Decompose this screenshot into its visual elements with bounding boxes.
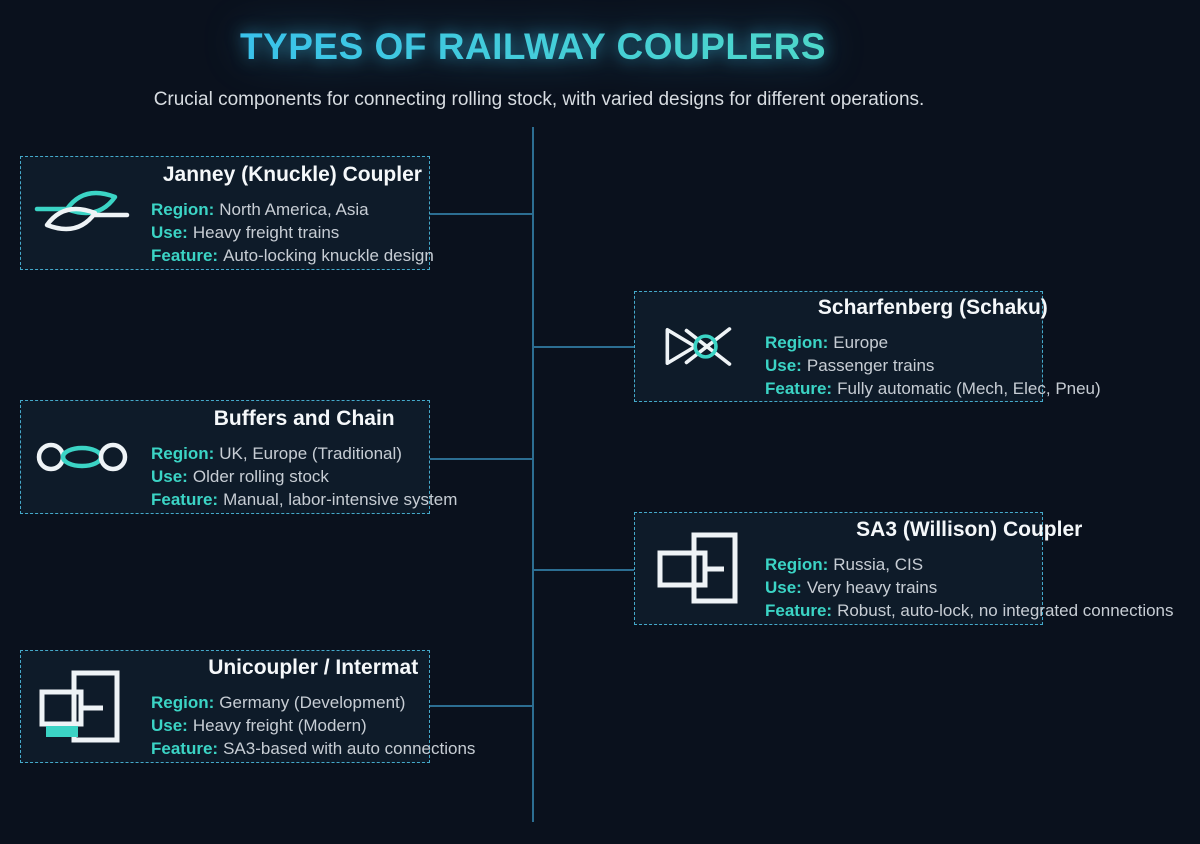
use-value: Passenger trains — [806, 356, 935, 375]
card-title: Janney (Knuckle) Coupler — [162, 162, 422, 186]
use-row: Use:Heavy freight (Modern) — [151, 714, 475, 737]
feature-value: SA3-based with auto connections — [223, 739, 476, 758]
infographic-title: TYPES OF RAILWAY COUPLERS — [0, 26, 1066, 68]
use-row: Use:Older rolling stock — [151, 465, 457, 488]
connector-line-janney — [430, 213, 533, 215]
use-value: Heavy freight trains — [192, 222, 340, 242]
connector-line-unicoupler — [430, 705, 533, 707]
feature-row: Feature:Robust, auto-lock, no integrated… — [765, 599, 1174, 622]
use-label: Use: — [151, 466, 188, 486]
region-row: Region:Germany (Development) — [151, 691, 475, 714]
region-label: Region: — [151, 199, 215, 219]
region-row: Region:Europe — [765, 331, 1101, 354]
region-label: Region: — [151, 693, 215, 712]
feature-label: Feature: — [765, 601, 833, 620]
region-label: Region: — [765, 555, 829, 574]
coupler-card-scharfenberg: Scharfenberg (Schaku) Region:Europe Use:… — [634, 291, 1101, 402]
coupler-card-unicoupler: Unicoupler / Intermat Region:Germany (De… — [20, 650, 475, 763]
region-row: Region:Russia, CIS — [765, 553, 1174, 576]
use-row: Use:Passenger trains — [765, 354, 1101, 377]
feature-row: Feature:SA3-based with auto connections — [151, 737, 475, 760]
coupler-card-sa3: SA3 (Willison) Coupler Region:Russia, CI… — [634, 512, 1174, 625]
feature-label: Feature: — [765, 379, 833, 398]
connector-line-sa3 — [533, 569, 634, 571]
use-value: Very heavy trains — [806, 578, 938, 597]
feature-row: Feature:Manual, labor-intensive system — [151, 488, 457, 511]
feature-value: Manual, labor-intensive system — [223, 489, 458, 509]
card-title: SA3 (Willison) Coupler — [856, 518, 1083, 541]
region-label: Region: — [765, 333, 829, 352]
region-value: North America, Asia — [219, 199, 369, 219]
region-value: UK, Europe (Traditional) — [219, 443, 402, 463]
card-title: Buffers and Chain — [213, 406, 395, 430]
janney-knuckle-icon — [21, 181, 151, 245]
infographic-subtitle: Crucial components for connecting rollin… — [153, 89, 925, 110]
region-row: Region:UK, Europe (Traditional) — [151, 442, 457, 465]
feature-label: Feature: — [151, 245, 219, 265]
connector-line-buffers — [430, 458, 533, 460]
use-label: Use: — [151, 716, 188, 735]
unicoupler-intermat-icon — [21, 667, 151, 747]
feature-label: Feature: — [151, 489, 219, 509]
scharfenberg-icon — [635, 321, 765, 372]
region-value: Germany (Development) — [219, 693, 406, 712]
coupler-card-buffers: Buffers and Chain Region:UK, Europe (Tra… — [20, 400, 457, 514]
feature-value: Robust, auto-lock, no integrated connect… — [837, 601, 1174, 620]
card-title: Unicoupler / Intermat — [208, 656, 419, 679]
use-row: Use:Very heavy trains — [765, 576, 1174, 599]
use-value: Heavy freight (Modern) — [192, 716, 367, 735]
region-value: Russia, CIS — [833, 555, 924, 574]
tree-trunk-line — [532, 127, 534, 822]
feature-value: Fully automatic (Mech, Elec, Pneu) — [837, 379, 1101, 398]
connector-line-scharfenberg — [533, 346, 634, 348]
feature-value: Auto-locking knuckle design — [223, 245, 434, 265]
feature-label: Feature: — [151, 739, 219, 758]
feature-row: Feature:Fully automatic (Mech, Elec, Pne… — [765, 377, 1101, 400]
use-row: Use:Heavy freight trains — [151, 221, 434, 244]
sa3-willison-icon — [635, 529, 765, 609]
region-value: Europe — [833, 333, 889, 352]
coupler-card-janney: Janney (Knuckle) Coupler Region:North Am… — [20, 156, 434, 270]
feature-row: Feature:Auto-locking knuckle design — [151, 244, 434, 267]
region-row: Region:North America, Asia — [151, 198, 434, 221]
use-label: Use: — [151, 222, 188, 242]
use-label: Use: — [765, 356, 802, 375]
card-title: Scharfenberg (Schaku) — [817, 296, 1048, 319]
use-label: Use: — [765, 578, 802, 597]
region-label: Region: — [151, 443, 215, 463]
buffers-chain-icon — [21, 425, 151, 489]
use-value: Older rolling stock — [192, 466, 329, 486]
